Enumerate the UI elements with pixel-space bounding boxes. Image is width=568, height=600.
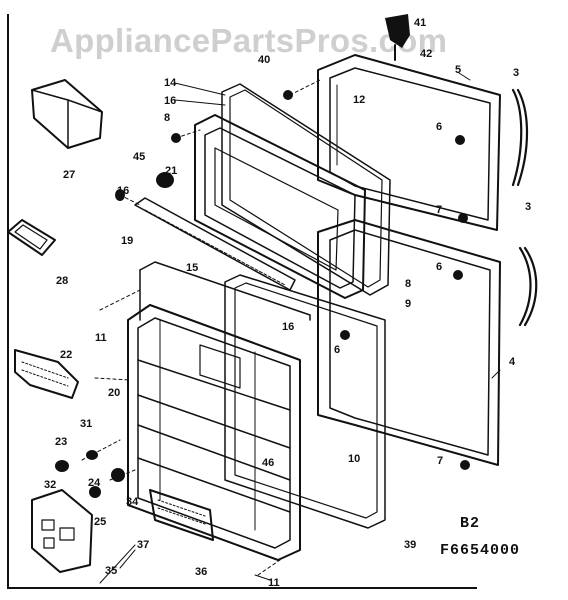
freezer-door-inner-panel [194,114,366,299]
callout-10: 10 [348,453,361,465]
fresh-food-door-gasket [224,274,386,529]
frame-border-left [7,14,9,588]
callout-19: 19 [121,235,134,247]
drawing-number: F6654000 [440,542,521,559]
callout-16-left: 16 [117,185,130,197]
callout-27: 27 [63,169,76,181]
butter-bin [31,79,103,149]
callout-16-top: 16 [164,95,177,107]
freezer-door [317,54,501,231]
freezer-door-liner-gasket [221,83,391,296]
callout-24: 24 [88,477,101,489]
freezer-shelf-rail [134,197,296,291]
callout-8-top: 8 [164,112,171,124]
callout-42: 42 [420,48,433,60]
callout-3-top: 3 [513,67,520,79]
frame-border-bottom [7,587,477,589]
fresh-food-door [317,219,501,466]
callout-31: 31 [80,418,93,430]
callout-14: 14 [164,77,177,89]
callout-46: 46 [262,457,275,469]
watermark: AppliancePartsPros.com [50,22,448,59]
callout-4: 4 [509,356,516,368]
callout-leaders [99,72,501,584]
callout-15: 15 [186,262,199,274]
section-code: B2 [460,515,481,532]
top-hinge [385,14,410,61]
callout-37: 37 [137,539,150,551]
callout-25: 25 [94,516,107,528]
callout-5: 5 [455,64,462,76]
control-panel [31,489,93,573]
dairy-door [14,349,79,399]
callout-11-mid: 11 [95,332,107,344]
callout-8-mid: 8 [405,278,412,290]
callout-40: 40 [258,54,271,66]
callout-12: 12 [353,94,366,106]
small-hardware [55,90,470,498]
callout-41: 41 [414,17,427,29]
callout-23: 23 [55,436,68,448]
egg-tray [7,219,56,256]
callout-6-top: 6 [436,121,443,133]
leader-lines [81,79,321,576]
callout-16-mid: 16 [282,321,295,333]
fresh-food-door-frame [139,261,311,321]
callout-21: 21 [165,165,178,177]
callout-20: 20 [108,387,121,399]
callout-28: 28 [56,275,69,287]
callout-9: 9 [405,298,412,310]
fresh-food-handle [518,246,538,327]
freezer-handle [511,88,529,187]
callout-11-bottom: 11 [268,577,280,589]
callout-34: 34 [126,496,139,508]
crisper-cover [149,489,214,541]
callout-6-lower: 6 [334,344,341,356]
callout-3-lower: 3 [525,201,532,213]
callout-45: 45 [133,151,146,163]
callout-35: 35 [105,565,118,577]
callout-36: 36 [195,566,208,578]
callout-39: 39 [404,539,417,551]
callout-6-mid: 6 [436,261,443,273]
callout-7-lower: 7 [437,455,444,467]
fresh-food-inner-liner [127,304,301,561]
callout-22: 22 [60,349,73,361]
callout-7-top: 7 [436,204,443,216]
callout-32: 32 [44,479,57,491]
